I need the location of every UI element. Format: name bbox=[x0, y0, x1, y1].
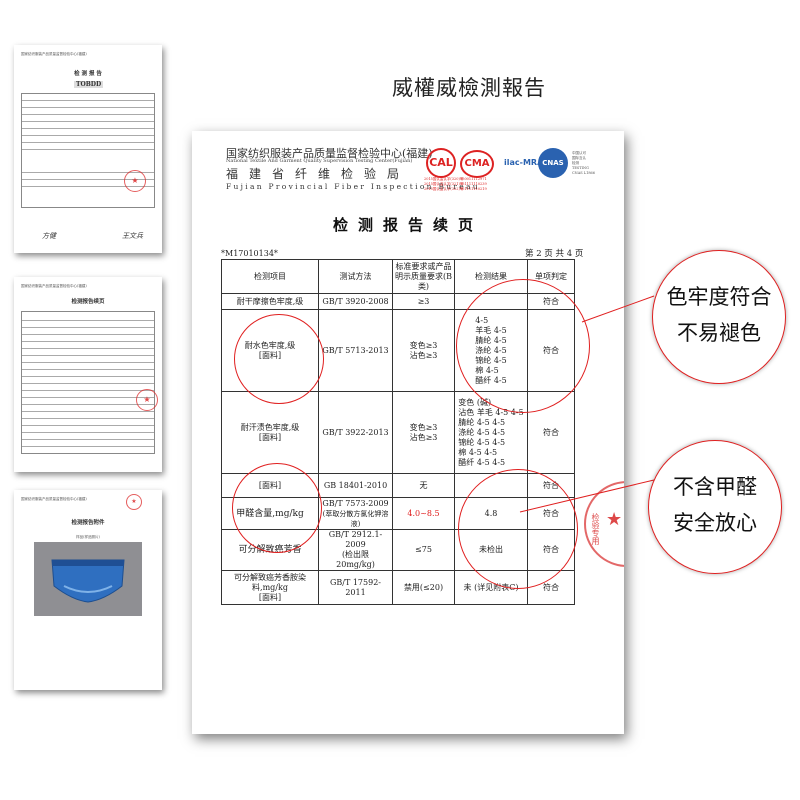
thumbnail-table bbox=[21, 311, 155, 454]
thumbnail-stamp: ★ bbox=[126, 494, 142, 510]
header-requirement: 标准要求或产品明示质量要求(B类) bbox=[392, 259, 455, 294]
org-name-cn: 国家纺织服装产品质量监督检验中心(福建) bbox=[226, 147, 433, 160]
cell-item: 可分解致癌芳香胺染料,mg/kg[面料] bbox=[221, 570, 319, 605]
highlight-circle-formaldehyde-item bbox=[232, 463, 322, 553]
cell-method: GB 18401-2010 bbox=[318, 473, 393, 498]
highlight-circle-water-result bbox=[456, 279, 590, 413]
thumbnail-caption: 样品(样品照片) bbox=[76, 535, 100, 539]
thumbnail-stamp: ★ bbox=[124, 170, 146, 192]
thumbnail-table bbox=[21, 93, 155, 208]
cell-method: GB/T 7573-2009(萃取分散方氯化钾溶液) bbox=[318, 497, 393, 530]
thumbnail-signature-right: 王文兵 bbox=[122, 232, 143, 240]
table-header-row: 检测项目 测试方法 标准要求或产品明示质量要求(B类) 检测结果 单项判定 bbox=[221, 259, 575, 294]
callout-formaldehyde-line1: 不含甲醛 bbox=[673, 475, 757, 499]
header-item: 检测项目 bbox=[221, 259, 319, 294]
thumbnail-stamp: ★ bbox=[136, 389, 158, 411]
callout-formaldehyde-line2: 安全放心 bbox=[673, 511, 757, 535]
cell-requirement: 4.0~8.5 bbox=[392, 497, 455, 530]
ilac-mra-logo: ilac-MRA bbox=[504, 158, 544, 167]
cell-requirement: ≥3 bbox=[392, 293, 455, 310]
thumbnail-title: 检测报告续页 bbox=[71, 299, 105, 305]
main-report-page: 国家纺织服装产品质量监督检验中心(福建) National Textile An… bbox=[192, 131, 624, 734]
thumbnail-header: 国家纺织服装产品质量监督检验中心(福建) bbox=[21, 497, 87, 501]
cell-requirement: ≤75 bbox=[392, 529, 455, 571]
thumbnail-header: 国家纺织服装产品质量监督检验中心(福建) bbox=[21, 52, 87, 56]
thumbnail-signature-left: 方健 bbox=[42, 232, 56, 240]
thumbnail-brand: TOBDD bbox=[74, 81, 104, 88]
official-stamp: ★ 检验专用 bbox=[584, 481, 624, 567]
page-number: 第 2 页 共 4 页 bbox=[525, 249, 584, 259]
report-title: 检测报告续页 bbox=[332, 216, 483, 234]
cnas-logo: CNAS bbox=[538, 148, 568, 178]
report-thumbnail-cover: 国家纺织服装产品质量监督检验中心(福建) 检 测 报 告 TOBDD ★ 方健 … bbox=[14, 45, 162, 253]
cell-requirement: 禁用(≤20) bbox=[392, 570, 455, 605]
callout-color-line1: 色牢度符合 bbox=[666, 285, 772, 309]
thumbnail-title: 检测报告附件 bbox=[71, 520, 105, 526]
cma-logo: CMA bbox=[460, 150, 494, 178]
page-heading: 威權威檢測報告 bbox=[392, 76, 546, 100]
org-name-en: National Textile And Garment Quality Sup… bbox=[226, 158, 413, 164]
callout-formaldehyde: 不含甲醛 安全放心 bbox=[648, 440, 782, 574]
cell-requirement: 无 bbox=[392, 473, 455, 498]
cell-method: GB/T 5713-2013 bbox=[318, 309, 393, 392]
cell-method: GB/T 3920-2008 bbox=[318, 293, 393, 310]
bureau-name-cn: 福建省纤维检验局 bbox=[226, 167, 411, 181]
report-thumbnail-continued: 国家纺织服装产品质量监督检验中心(福建) 检测报告续页 ★ bbox=[14, 277, 162, 472]
report-code: *M17010134* bbox=[221, 249, 278, 258]
callout-color-fastness: 色牢度符合 不易褪色 bbox=[652, 250, 786, 384]
callout-color-line2: 不易褪色 bbox=[677, 321, 761, 345]
thumbnail-header: 国家纺织服装产品质量监督检验中心(福建) bbox=[21, 284, 87, 288]
cell-method: GB/T 3922-2013 bbox=[318, 391, 393, 474]
underwear-sample-icon bbox=[51, 559, 125, 603]
sample-photo bbox=[34, 542, 142, 616]
highlight-circle-formaldehyde-result bbox=[458, 469, 578, 589]
cell-method: GB/T 17592-2011 bbox=[318, 570, 393, 605]
highlight-circle-water-fastness bbox=[234, 314, 324, 404]
cell-item: 耐干摩擦色牢度,级 bbox=[221, 293, 319, 310]
cal-logo: CAL bbox=[426, 148, 456, 178]
header-method: 测试方法 bbox=[318, 259, 393, 294]
report-thumbnail-attachment: 国家纺织服装产品质量监督检验中心(福建) 检测报告附件 样品(样品照片) ★ bbox=[14, 490, 162, 690]
bureau-name-en: Fujian Provincial Fiber Inspection Burea… bbox=[226, 182, 480, 191]
cell-item: 耐汗渍色牢度,级[面料] bbox=[221, 391, 319, 474]
thumbnail-title: 检 测 报 告 bbox=[74, 71, 102, 77]
